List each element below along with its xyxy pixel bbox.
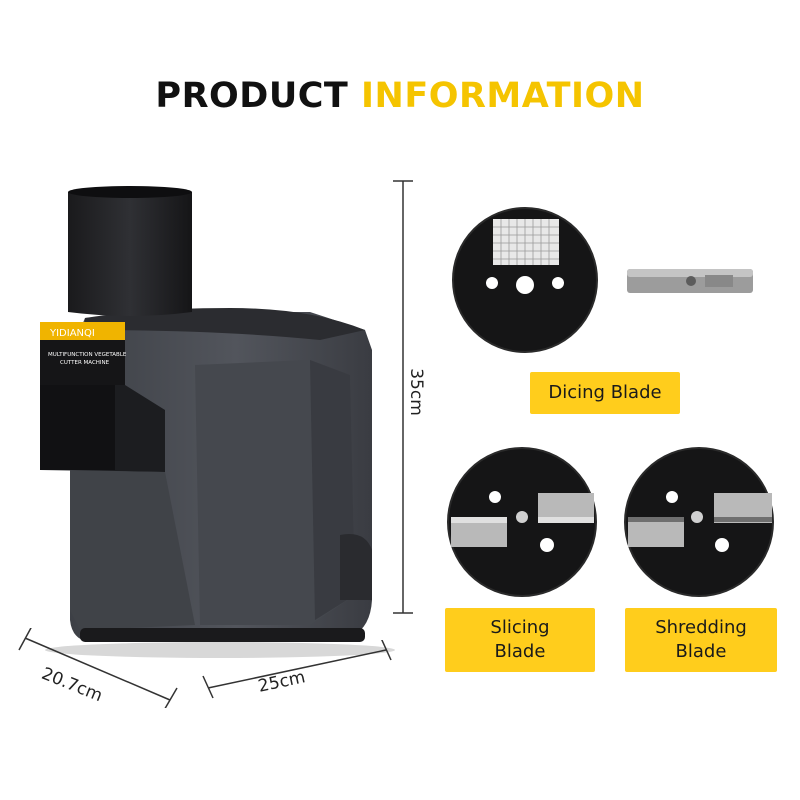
dicing-blade-bar xyxy=(627,269,753,293)
depth-dimension-line xyxy=(18,628,178,708)
height-dimension-line xyxy=(393,180,413,614)
title-part-product: PRODUCT xyxy=(155,76,349,116)
shredding-blade-text-line2: Blade xyxy=(675,641,727,662)
height-label: 35cm xyxy=(405,368,426,416)
slicing-blade-disc xyxy=(447,447,597,597)
slicing-blade-text-line2: Blade xyxy=(494,641,546,662)
vegetable-cutter-machine: YIDIANQI MULTIFUNCTION VEGETABLE CUTTER … xyxy=(40,186,395,658)
svg-text:CUTTER MACHINE: CUTTER MACHINE xyxy=(60,360,110,366)
svg-text:YIDIANQI: YIDIANQI xyxy=(49,328,95,339)
width-dimension-line xyxy=(202,640,392,699)
slicing-blade-text-line1: Slicing xyxy=(490,617,550,638)
dicing-blade-text: Dicing Blade xyxy=(548,382,662,403)
shredding-blade-label: Shredding Blade xyxy=(625,608,777,672)
svg-text:MULTIFUNCTION VEGETABLE: MULTIFUNCTION VEGETABLE xyxy=(48,352,127,358)
dicing-blade-disc xyxy=(452,207,598,353)
title-part-information: INFORMATION xyxy=(361,76,645,116)
dicing-blade-label: Dicing Blade xyxy=(530,372,680,414)
shredding-blade-disc xyxy=(624,447,774,597)
slicing-blade-label: Slicing Blade xyxy=(445,608,595,672)
shredding-blade-text-line1: Shredding xyxy=(655,617,747,638)
page-title: PRODUCT INFORMATION xyxy=(0,72,800,120)
